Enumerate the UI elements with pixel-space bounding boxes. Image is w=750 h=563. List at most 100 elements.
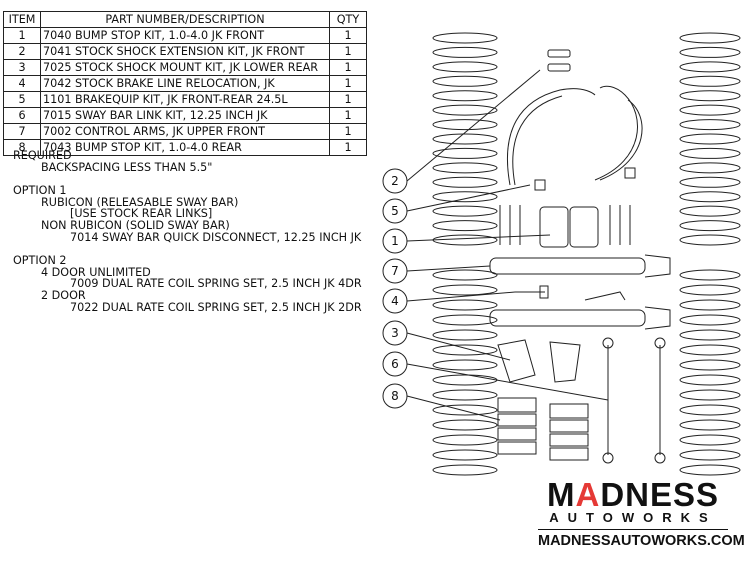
spring-coil (432, 191, 498, 203)
table-header: ITEM PART NUMBER/DESCRIPTION QTY (3, 11, 367, 28)
cell-item: 8 (3, 139, 41, 156)
cell-item: 6 (3, 107, 41, 124)
callout-number: 8 (391, 389, 399, 403)
spring-coil (679, 434, 741, 446)
spring-coil (679, 234, 741, 246)
cell-item: 5 (3, 91, 41, 108)
callout-circle (382, 383, 408, 409)
callout-number: 4 (391, 294, 399, 308)
cell-description: 7002 CONTROL ARMS, JK UPPER FRONT (40, 123, 330, 140)
brake-lines (506, 85, 643, 191)
spring-coil (432, 32, 498, 44)
required-item: BACKSPACING LESS THAN 5.5" (41, 160, 213, 174)
leader-line (406, 265, 491, 272)
spring-coil (432, 329, 498, 341)
cell-description: 7043 BUMP STOP KIT, 1.0-4.0 REAR (40, 139, 330, 156)
spring-coil (432, 269, 498, 281)
cell-item: 2 (3, 43, 41, 60)
callout-circle (382, 320, 408, 346)
leader-line (406, 234, 551, 242)
spring-coil (432, 389, 498, 401)
leader-line (406, 184, 531, 212)
cell-item: 3 (3, 59, 41, 76)
header-qty: QTY (329, 11, 367, 28)
bump-stops-front (499, 205, 631, 248)
spring-coil (679, 269, 741, 281)
cell-item: 7 (3, 123, 41, 140)
spring-coil (679, 61, 741, 73)
four-door-label: 4 DOOR UNLIMITED (41, 265, 151, 279)
cell-description: 7040 BUMP STOP KIT, 1.0-4.0 JK FRONT (40, 27, 330, 44)
spring-coil (679, 104, 741, 116)
spring-coil (679, 359, 741, 371)
spring-coil (679, 90, 741, 102)
spring-coil (679, 191, 741, 203)
spring-coil (679, 449, 741, 461)
shock-extensions (547, 49, 571, 72)
spring-coil (432, 449, 498, 461)
spring-coil (679, 220, 741, 232)
madness-logo: MADNESS AUTOWORKS MADNESSAUTOWORKS.COM (538, 478, 745, 549)
spring-coil (679, 404, 741, 416)
cell-description: 7041 STOCK SHOCK EXTENSION KIT, JK FRONT (40, 43, 330, 60)
website-link[interactable]: MADNESSAUTOWORKS.COM (538, 529, 745, 549)
callout-number: 2 (391, 174, 399, 188)
spring-coil (432, 162, 498, 174)
leader-line (406, 363, 609, 401)
cell-description: 7015 SWAY BAR LINK KIT, 12.25 INCH JK (40, 107, 330, 124)
spring-coil (432, 61, 498, 73)
spring-coil (432, 119, 498, 131)
spring-coil (432, 284, 498, 296)
spring-coil (432, 374, 498, 386)
callout-number: 6 (391, 357, 399, 371)
spring-coil (432, 133, 498, 145)
coil-springs (432, 32, 741, 476)
option1-heading: OPTION 1 (13, 184, 67, 198)
cell-description: 7025 STOCK SHOCK MOUNT KIT, JK LOWER REA… (40, 59, 330, 76)
rubicon-label: RUBICON (RELEASABLE SWAY BAR) (41, 195, 239, 209)
spring-coil (679, 419, 741, 431)
cell-qty: 1 (329, 43, 367, 60)
callout-number: 3 (391, 326, 399, 340)
spring-coil (432, 75, 498, 87)
shock-mounts (497, 339, 581, 383)
non-rubicon-note: 7014 SWAY BAR QUICK DISCONNECT, 12.25 IN… (70, 230, 362, 244)
callout-number: 7 (391, 264, 399, 278)
cell-qty: 1 (329, 27, 367, 44)
spring-coil (679, 119, 741, 131)
spring-coil (679, 147, 741, 159)
spring-coil (679, 32, 741, 44)
header-description: PART NUMBER/DESCRIPTION (40, 11, 330, 28)
spring-coil (679, 176, 741, 188)
spring-coil (432, 104, 498, 116)
callout-circle (382, 258, 408, 284)
logo-subtitle: AUTOWORKS (549, 510, 717, 525)
leader-line (406, 395, 501, 421)
spring-coil (432, 314, 498, 326)
spring-coil (679, 46, 741, 58)
option2-heading: OPTION 2 (13, 254, 67, 268)
leader-line (406, 332, 511, 361)
cell-qty: 1 (329, 139, 367, 156)
spring-coil (432, 147, 498, 159)
spring-coil (679, 162, 741, 174)
non-rubicon-label: NON RUBICON (SOLID SWAY BAR) (41, 218, 230, 232)
spring-coil (679, 205, 741, 217)
brake-line-relocation (515, 285, 626, 301)
two-door-note: 7022 DUAL RATE COIL SPRING SET, 2.5 INCH… (70, 300, 362, 314)
callout-number: 5 (391, 204, 399, 218)
spring-coil (679, 75, 741, 87)
cell-qty: 1 (329, 123, 367, 140)
cell-qty: 1 (329, 91, 367, 108)
spring-coil (432, 46, 498, 58)
